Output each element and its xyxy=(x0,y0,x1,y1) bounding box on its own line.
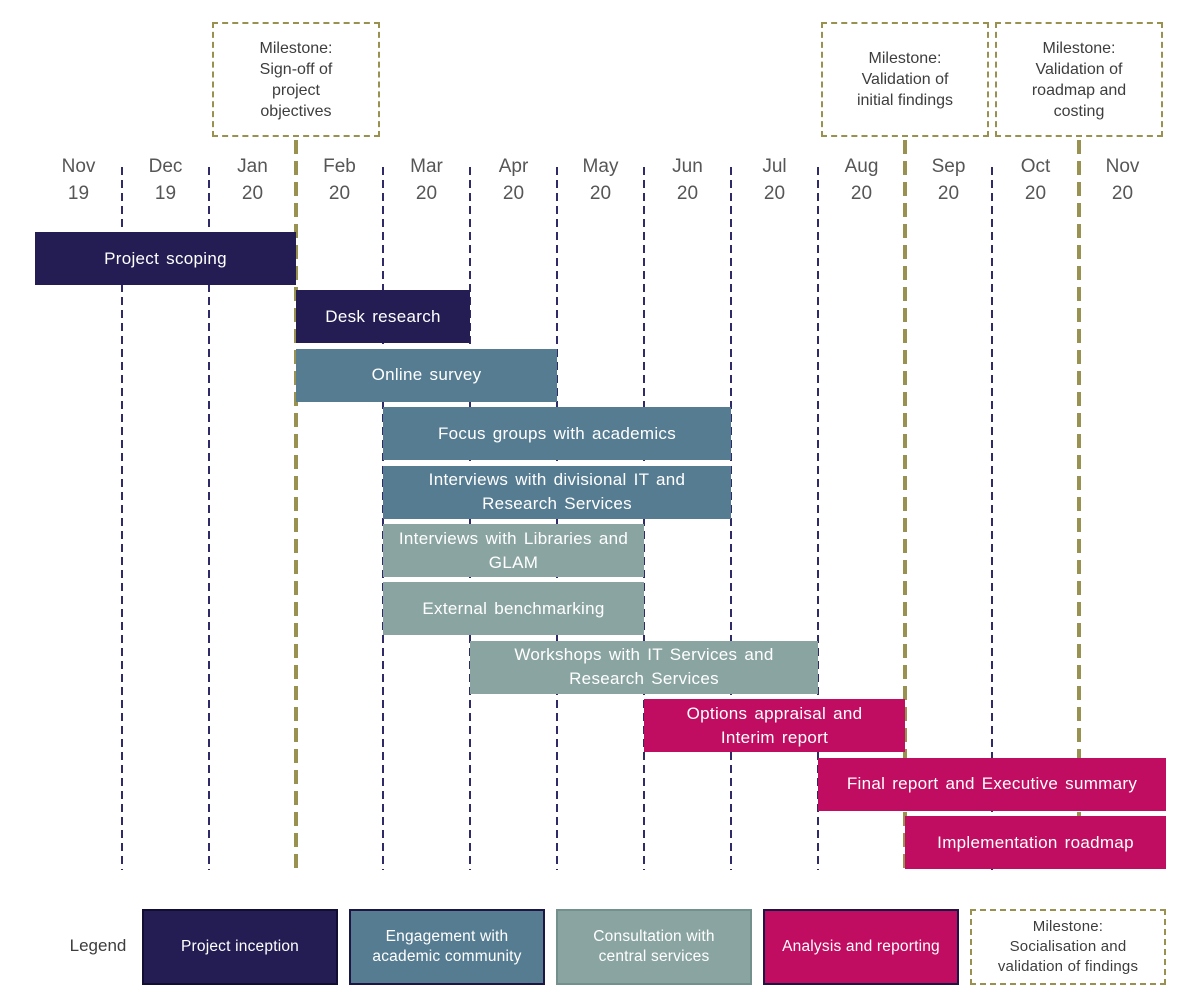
task-label: External benchmarking xyxy=(422,598,605,618)
month-label-0: Nov 19 xyxy=(35,153,122,207)
month-label-1: Dec 19 xyxy=(122,153,209,207)
task-label: Options appraisal and Interim report xyxy=(686,703,863,747)
legend-item-central: Consultation with central services xyxy=(556,909,752,985)
month-name: Sep xyxy=(931,156,966,177)
month-label-3: Feb 20 xyxy=(296,153,383,207)
month-name: Feb xyxy=(323,156,356,177)
month-year: 20 xyxy=(850,183,873,204)
month-label-6: May 20 xyxy=(557,153,644,207)
month-year: 20 xyxy=(676,183,699,204)
month-name: Jul xyxy=(762,156,787,177)
legend-item-label: Project inception xyxy=(181,938,299,955)
month-name: Dec xyxy=(148,156,183,177)
task-bar: Focus groups with academics xyxy=(383,407,731,461)
month-year: 20 xyxy=(763,183,786,204)
task-bar: Interviews with divisional IT and Resear… xyxy=(383,465,731,519)
milestone-line xyxy=(294,140,298,870)
milestone-line xyxy=(903,140,907,870)
month-gridline xyxy=(817,167,819,870)
milestone-text: Milestone: Validation of initial finding… xyxy=(856,50,954,109)
task-bar: Interviews with Libraries and GLAM xyxy=(383,524,644,577)
month-year: 20 xyxy=(241,183,264,204)
month-label-5: Apr 20 xyxy=(470,153,557,207)
month-gridline xyxy=(121,167,123,870)
task-bar: Final report and Executive summary xyxy=(818,757,1166,811)
month-gridline xyxy=(991,167,993,870)
task-label: Online survey xyxy=(371,365,482,385)
task-label: Desk research xyxy=(325,306,441,326)
month-label-9: Aug 20 xyxy=(818,153,905,207)
month-name: Jun xyxy=(672,156,703,177)
month-name: May xyxy=(582,156,619,177)
month-label-7: Jun 20 xyxy=(644,153,731,207)
month-name: Mar xyxy=(410,156,443,177)
month-gridline xyxy=(730,167,732,870)
milestone-box: Milestone: Validation of roadmap and cos… xyxy=(995,22,1163,137)
month-label-11: Oct 20 xyxy=(992,153,1079,207)
month-name: Nov xyxy=(1105,156,1140,177)
milestone-text: Milestone: Sign-off of project objective… xyxy=(259,39,333,120)
task-bar: Desk research xyxy=(296,290,470,344)
legend-item-academic: Engagement with academic community xyxy=(349,909,545,985)
task-label: Workshops with IT Services and Research … xyxy=(514,645,774,689)
task-label: Interviews with Libraries and GLAM xyxy=(398,528,629,572)
milestone-text: Milestone: Validation of roadmap and cos… xyxy=(1031,39,1127,120)
month-year: 19 xyxy=(154,183,177,204)
month-name: Oct xyxy=(1020,156,1051,177)
legend-item-label: Engagement with academic community xyxy=(372,928,522,965)
task-label: Implementation roadmap xyxy=(937,832,1134,852)
month-label-4: Mar 20 xyxy=(383,153,470,207)
milestone-box: Milestone: Validation of initial finding… xyxy=(821,22,989,137)
month-year: 20 xyxy=(328,183,351,204)
legend-milestone-box: Milestone: Socialisation and validation … xyxy=(970,909,1166,985)
month-year: 19 xyxy=(67,183,90,204)
task-label: Interviews with divisional IT and Resear… xyxy=(428,470,686,514)
legend-item-inception: Project inception xyxy=(142,909,338,985)
month-label-12: Nov 20 xyxy=(1079,153,1166,207)
task-label: Project scoping xyxy=(104,248,227,268)
month-name: Apr xyxy=(498,156,529,177)
task-bar: Workshops with IT Services and Research … xyxy=(470,640,818,694)
task-bar: Implementation roadmap xyxy=(905,816,1166,869)
task-bar: Project scoping xyxy=(35,232,296,285)
task-bar: External benchmarking xyxy=(383,582,644,636)
legend-item-analysis: Analysis and reporting xyxy=(763,909,959,985)
month-year: 20 xyxy=(589,183,612,204)
month-label-8: Jul 20 xyxy=(731,153,818,207)
month-year: 20 xyxy=(937,183,960,204)
milestone-box: Milestone: Sign-off of project objective… xyxy=(212,22,380,137)
milestone-line xyxy=(1077,140,1081,870)
task-bar: Options appraisal and Interim report xyxy=(644,699,905,753)
legend-label: Legend xyxy=(69,936,127,955)
month-gridline xyxy=(208,167,210,870)
legend-item-label: Milestone: Socialisation and validation … xyxy=(997,918,1139,975)
month-label-10: Sep 20 xyxy=(905,153,992,207)
month-name: Jan xyxy=(237,156,268,177)
month-name: Aug xyxy=(844,156,879,177)
task-label: Final report and Executive summary xyxy=(846,774,1138,794)
month-year: 20 xyxy=(415,183,438,204)
legend-item-label: Consultation with central services xyxy=(593,928,715,965)
task-bar: Online survey xyxy=(296,348,557,402)
legend-item-label: Analysis and reporting xyxy=(782,938,940,955)
month-label-2: Jan 20 xyxy=(209,153,296,207)
month-year: 20 xyxy=(1024,183,1047,204)
task-label: Focus groups with academics xyxy=(437,423,677,443)
month-year: 20 xyxy=(1111,183,1134,204)
month-year: 20 xyxy=(502,183,525,204)
month-name: Nov xyxy=(61,156,96,177)
